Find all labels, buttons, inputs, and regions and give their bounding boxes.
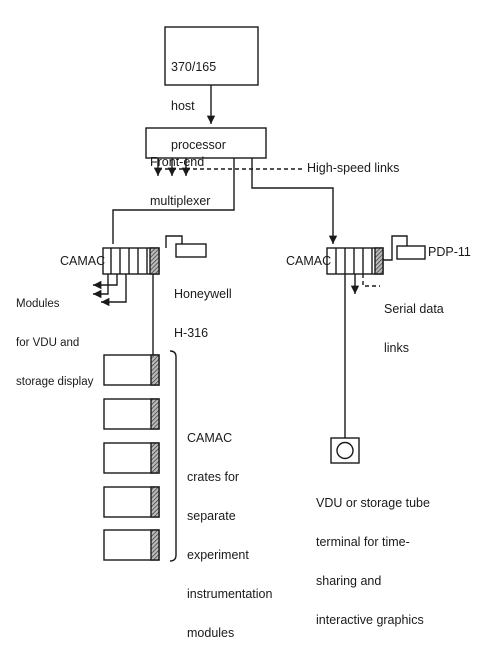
modules-label-line3: storage display xyxy=(16,376,94,388)
camac-crates-description: CAMAC crates for separate experiment ins… xyxy=(187,406,272,653)
crates-label-line2: crates for xyxy=(187,470,240,484)
host-label-line1: 370/165 xyxy=(171,60,217,74)
modules-label-line1: Modules xyxy=(16,298,60,310)
camac-crate-4 xyxy=(103,486,160,518)
vdu-module-arrow xyxy=(93,274,109,299)
crates-label-line5: instrumentation xyxy=(187,587,273,601)
frontend-label-line1: Front-end xyxy=(150,155,205,169)
vdu-label-line4: interactive graphics xyxy=(316,613,424,627)
camac-crate-3 xyxy=(103,442,160,474)
honeywell-label-line2: H-316 xyxy=(174,326,209,340)
modules-label: Modules for VDU and storage display xyxy=(16,272,93,402)
honeywell-label: Honeywell H-316 xyxy=(174,262,232,353)
crates-label-line6: modules xyxy=(187,626,235,640)
camac-crate-1 xyxy=(103,354,160,386)
serial-link-dashed xyxy=(362,274,380,287)
vdu-label-line1: VDU or storage tube xyxy=(316,496,430,510)
host-label-line2: host xyxy=(171,99,195,113)
left-camac-crate xyxy=(102,247,160,275)
crates-label-line3: separate xyxy=(187,509,236,523)
frontend-multiplexer-box xyxy=(145,127,267,159)
pdp11-label: PDP-11 xyxy=(428,245,471,259)
honeywell-connector xyxy=(165,235,183,248)
right-camac-crate xyxy=(326,247,384,275)
host-label-line3: processor xyxy=(171,138,226,152)
honeywell-label-line1: Honeywell xyxy=(174,287,232,301)
pdp11-box xyxy=(396,245,426,260)
honeywell-box xyxy=(175,243,207,258)
vdu-module-arrow xyxy=(93,274,118,290)
crates-bracket xyxy=(169,350,177,562)
serial-label-line2: links xyxy=(384,341,410,355)
storage-module-arrow xyxy=(101,274,127,307)
frontend-multiplexer-label: Front-end multiplexer xyxy=(150,130,210,221)
high-speed-links-label: High-speed links xyxy=(307,161,400,175)
serial-label-line1: Serial data xyxy=(384,302,444,316)
vdu-label-line2: terminal for time- xyxy=(316,535,410,549)
crates-label-line1: CAMAC xyxy=(187,431,233,445)
host-processor-box xyxy=(164,26,259,86)
left-camac-label: CAMAC xyxy=(60,254,106,268)
pdp11-connector xyxy=(383,235,408,261)
vdu-terminal xyxy=(330,437,360,464)
vdu-label-line3: sharing and xyxy=(316,574,382,588)
right-camac-label: CAMAC xyxy=(286,254,332,268)
serial-data-links-label: Serial data links xyxy=(384,277,444,368)
frontend-to-right-camac-connector xyxy=(251,158,338,244)
host-processor-label: 370/165 host processor xyxy=(171,35,226,165)
vdu-terminal-description: VDU or storage tube terminal for time- s… xyxy=(316,471,430,640)
camac-crate-2 xyxy=(103,398,160,430)
frontend-to-left-camac-connector xyxy=(112,158,235,244)
system-block-diagram xyxy=(93,26,426,562)
frontend-label-line2: multiplexer xyxy=(150,194,211,208)
camac-crate-5 xyxy=(103,529,160,561)
modules-label-line2: for VDU and xyxy=(16,337,80,349)
crates-label-line4: experiment xyxy=(187,548,249,562)
